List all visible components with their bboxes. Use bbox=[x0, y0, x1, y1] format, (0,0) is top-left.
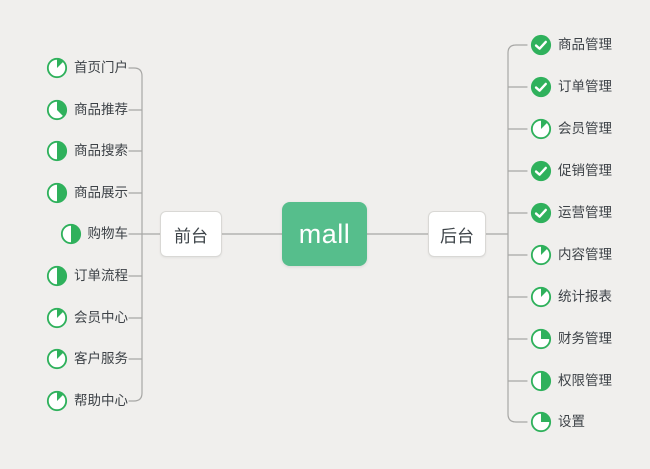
topic-label: 购物车 bbox=[87, 226, 129, 241]
topic-label: 运营管理 bbox=[558, 205, 612, 220]
task-progress-icon[interactable] bbox=[530, 328, 552, 350]
task-progress-icon[interactable] bbox=[530, 118, 552, 140]
mindmap-topic-item[interactable]: 运营管理 bbox=[530, 200, 612, 226]
mindmap-topic-item[interactable]: 首页门户 bbox=[46, 55, 128, 81]
mindmap-topic-item[interactable]: 财务管理 bbox=[530, 326, 612, 352]
task-done-icon[interactable] bbox=[530, 34, 552, 56]
mindmap-topic-item[interactable]: 促销管理 bbox=[530, 158, 612, 184]
mindmap-topic-item[interactable]: 帮助中心 bbox=[46, 388, 128, 414]
task-progress-icon[interactable] bbox=[46, 182, 68, 204]
mindmap-topic-item[interactable]: 商品推荐 bbox=[46, 97, 128, 123]
branch-topic-label: 前台 bbox=[174, 226, 208, 246]
mindmap-topic-item[interactable]: 商品展示 bbox=[46, 180, 128, 206]
task-progress-icon[interactable] bbox=[46, 307, 68, 329]
task-progress-icon[interactable] bbox=[46, 57, 68, 79]
mindmap-topic-item[interactable]: 设置 bbox=[530, 409, 585, 435]
task-done-icon[interactable] bbox=[530, 160, 552, 182]
mindmap-topic-item[interactable]: 会员中心 bbox=[46, 305, 128, 331]
mindmap-topic-item[interactable]: 会员管理 bbox=[530, 116, 612, 142]
topic-label: 促销管理 bbox=[558, 163, 612, 178]
mindmap-topic-item[interactable]: 内容管理 bbox=[530, 242, 612, 268]
topic-label: 权限管理 bbox=[558, 373, 612, 388]
task-progress-icon[interactable] bbox=[530, 244, 552, 266]
mindmap-topic-item[interactable]: 商品管理 bbox=[530, 32, 612, 58]
task-progress-icon[interactable] bbox=[530, 411, 552, 433]
task-progress-icon[interactable] bbox=[530, 286, 552, 308]
root-topic-label: mall bbox=[298, 218, 351, 249]
topic-label: 内容管理 bbox=[558, 247, 612, 262]
topic-label: 会员管理 bbox=[558, 121, 612, 136]
task-progress-icon[interactable] bbox=[60, 223, 82, 245]
task-progress-icon[interactable] bbox=[530, 370, 552, 392]
topic-label: 商品管理 bbox=[558, 37, 612, 52]
topic-label: 首页门户 bbox=[74, 60, 128, 75]
topic-label: 商品搜索 bbox=[74, 143, 128, 158]
mindmap-topic-item[interactable]: 商品搜索 bbox=[46, 138, 128, 164]
root-topic-mall[interactable]: mall bbox=[282, 202, 367, 266]
mindmap-topic-item[interactable]: 订单流程 bbox=[46, 263, 128, 289]
task-done-icon[interactable] bbox=[530, 202, 552, 224]
mindmap-topic-item[interactable]: 权限管理 bbox=[530, 368, 612, 394]
topic-label: 订单流程 bbox=[74, 268, 128, 283]
task-progress-icon[interactable] bbox=[46, 99, 68, 121]
mindmap-topic-item[interactable]: 客户服务 bbox=[46, 346, 128, 372]
mindmap-topic-item[interactable]: 统计报表 bbox=[530, 284, 612, 310]
task-progress-icon[interactable] bbox=[46, 265, 68, 287]
topic-label: 设置 bbox=[558, 414, 585, 429]
task-progress-icon[interactable] bbox=[46, 348, 68, 370]
topic-label: 统计报表 bbox=[558, 289, 612, 304]
topic-label: 帮助中心 bbox=[74, 393, 128, 408]
branch-topic-label: 后台 bbox=[440, 226, 474, 246]
task-progress-icon[interactable] bbox=[46, 140, 68, 162]
topic-label: 客户服务 bbox=[74, 351, 128, 366]
mindmap-topic-item[interactable]: 订单管理 bbox=[530, 74, 612, 100]
topic-label: 订单管理 bbox=[558, 79, 612, 94]
branch-topic-backend[interactable]: 后台 bbox=[428, 211, 486, 257]
topic-label: 商品展示 bbox=[74, 185, 128, 200]
branch-connector-path bbox=[128, 44, 528, 423]
task-progress-icon[interactable] bbox=[46, 390, 68, 412]
topic-label: 会员中心 bbox=[74, 310, 128, 325]
topic-label: 财务管理 bbox=[558, 331, 612, 346]
topic-label: 商品推荐 bbox=[74, 102, 128, 117]
mindmap-topic-item[interactable]: 购物车 bbox=[60, 221, 129, 247]
branch-topic-frontend[interactable]: 前台 bbox=[160, 211, 222, 257]
task-done-icon[interactable] bbox=[530, 76, 552, 98]
